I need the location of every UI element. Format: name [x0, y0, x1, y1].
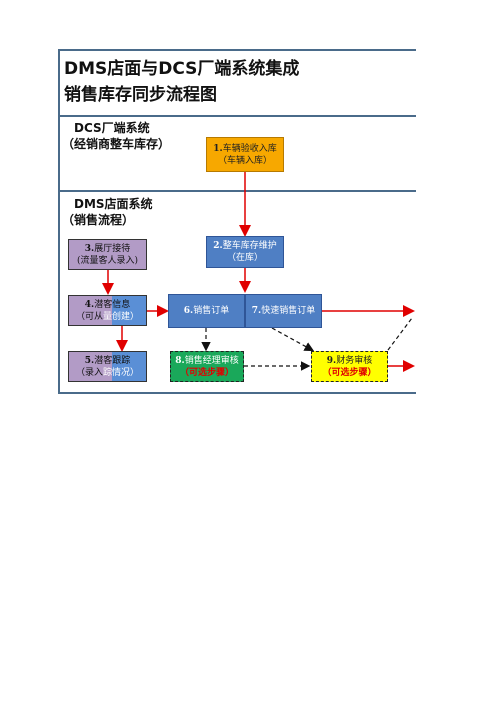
node-1-number: 1. [213, 143, 223, 154]
node-5-prospect-followup: 5.潜客跟踪 （录入踪情况） [68, 351, 147, 382]
node-7-number: 7. [251, 306, 262, 316]
node-2-inventory-maintenance: 2.整车库存维护 （在库） [206, 236, 284, 268]
node-5-number: 5. [84, 355, 95, 366]
node-9-optional-note: （可选步骤） [322, 367, 377, 378]
node-4-sublabel-a: （可从 [75, 311, 103, 322]
node-7-label: 快速销售订单 [261, 306, 316, 316]
arrow-n9-to-right-dashed [387, 317, 413, 351]
node-3-label: 展厅接待 [94, 243, 131, 254]
node-1-vehicle-checkin: 1.车辆验收入库 （车辆入库） [206, 137, 284, 172]
node-1-sublabel: （车辆入库） [217, 155, 272, 166]
node-5-sublabel-a: （录入 [75, 367, 103, 378]
diagram-frame [58, 49, 416, 394]
node-1-label: 车辆验收入库 [222, 143, 277, 154]
diagram-title-line1: DMS店面与DCS厂端系统集成 [64, 59, 300, 79]
node-5-sublabel-b: 踪情况） [103, 367, 140, 378]
node-2-sublabel: （在库） [226, 253, 263, 263]
dms-section-title: DMS店面系统 [74, 197, 153, 211]
node-4-prospect-info: 4.潜客信息 （可从量创建） [68, 295, 147, 326]
dcs-section-subtitle: （经销商整车库存） [62, 137, 171, 151]
section-divider [58, 190, 416, 192]
node-4-number: 4. [84, 299, 95, 310]
node-3-showroom-reception: 3.展厅接待 (流量客人录入) [68, 239, 147, 270]
node-9-label: 财务审核 [336, 355, 373, 366]
title-divider [58, 115, 416, 117]
node-6-number: 6. [183, 306, 194, 316]
node-2-number: 2. [213, 241, 223, 251]
node-9-number: 9. [326, 355, 337, 366]
node-3-number: 3. [84, 243, 95, 254]
node-6-sales-order: 6.销售订单 [168, 294, 245, 328]
node-2-label: 整车库存维护 [222, 241, 277, 251]
node-6-label: 销售订单 [193, 306, 230, 316]
node-8-number: 8. [175, 355, 185, 366]
arrow-n7-to-n9 [271, 327, 315, 352]
node-7-quick-sales-order: 7.快速销售订单 [245, 294, 322, 328]
node-8-label: 销售经理审核 [184, 355, 239, 366]
node-4-label: 潜客信息 [94, 299, 131, 310]
node-4-sublabel-b: 量创建） [103, 311, 140, 322]
node-5-label: 潜客跟踪 [94, 355, 131, 366]
diagram-title-line2: 销售库存同步流程图 [64, 85, 217, 105]
dcs-section-title: DCS厂端系统 [74, 121, 150, 135]
node-3-sublabel: (流量客人录入) [76, 255, 139, 266]
node-8-sales-manager-review: 8.销售经理审核 （可选步骤） [170, 351, 244, 382]
node-9-finance-review: 9.财务审核 （可选步骤） [311, 351, 388, 382]
node-8-optional-note: （可选步骤） [179, 367, 234, 378]
dms-section-subtitle: （销售流程） [62, 213, 135, 227]
